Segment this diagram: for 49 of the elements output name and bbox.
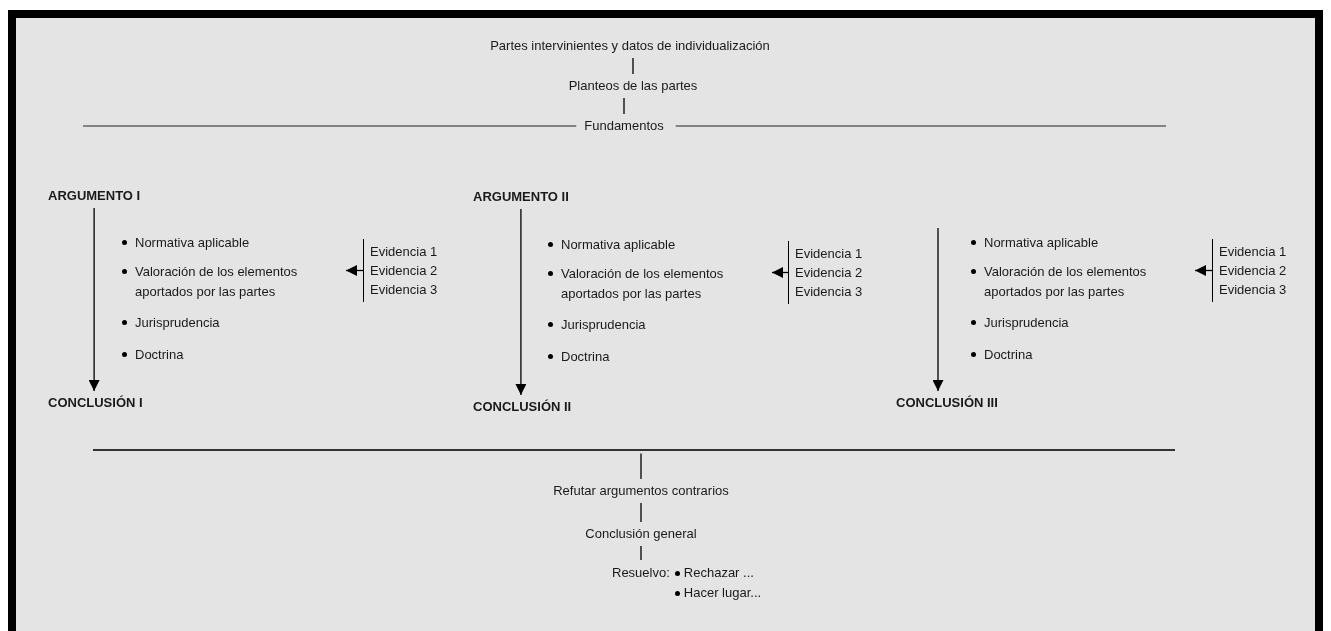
text-label: Planteos de las partes (568, 77, 698, 95)
list-item: Normativa aplicable (970, 233, 1099, 253)
heading-label: CONCLUSIÓN II (473, 398, 572, 416)
list-item: Valoración de los elementos aportados por las partes (547, 264, 766, 304)
list-item: Normativa aplicable (121, 233, 250, 253)
bracket-list (788, 241, 863, 304)
list-item: Jurisprudencia (121, 313, 220, 333)
list-item: Hacer lugar... (673, 583, 762, 603)
text-label: Evidencia 3 (795, 283, 863, 301)
bracket-list (1212, 239, 1287, 302)
list-item: Valoración de los elementos aportados por las partes (970, 262, 1189, 302)
text-label: Evidencia 1 (370, 243, 438, 261)
text-label: Partes intervinientes y datos de individualización (490, 37, 770, 55)
heading-label: CONCLUSIÓN I (48, 394, 143, 412)
text-label: Conclusión general (585, 525, 697, 543)
list-item: Valoración de los elementos aportados por las partes (121, 262, 340, 302)
arrow (515, 208, 527, 396)
arrow (1194, 265, 1213, 276)
arrow (88, 207, 100, 392)
heading-label: ARGUMENTO II (473, 188, 569, 206)
connector-line (640, 502, 642, 523)
list-item: Jurisprudencia (547, 315, 646, 335)
text-label: Refutar argumentos contrarios (553, 482, 729, 500)
text-label: Resuelvo: (612, 564, 670, 582)
text-label: Evidencia 3 (370, 281, 438, 299)
list-item: Rechazar ... (673, 563, 762, 583)
list-item: Doctrina (121, 345, 184, 365)
heading-label: ARGUMENTO I (48, 187, 141, 205)
text-label: Fundamentos (584, 117, 664, 135)
list-item: Doctrina (970, 345, 1033, 365)
text-label: Evidencia 2 (795, 264, 863, 282)
bracket-list (363, 239, 438, 302)
connector-line (623, 97, 625, 115)
text-label: Evidencia 2 (370, 262, 438, 280)
text-label: Evidencia 1 (1219, 243, 1287, 261)
arrow (345, 265, 364, 276)
list-item: Normativa aplicable (547, 235, 676, 255)
connector-line (632, 57, 634, 75)
list-item: Jurisprudencia (970, 313, 1069, 333)
connector-line (640, 545, 642, 561)
heading-label: CONCLUSIÓN III (896, 394, 998, 412)
horizontal-bar-line (93, 449, 1175, 451)
list-item: Doctrina (547, 347, 610, 367)
arrow (771, 267, 789, 278)
text-label: Evidencia 2 (1219, 262, 1287, 280)
text-label: Evidencia 1 (795, 245, 863, 263)
text-label: Evidencia 3 (1219, 281, 1287, 299)
connector-line (640, 452, 642, 480)
arrow (932, 227, 944, 392)
